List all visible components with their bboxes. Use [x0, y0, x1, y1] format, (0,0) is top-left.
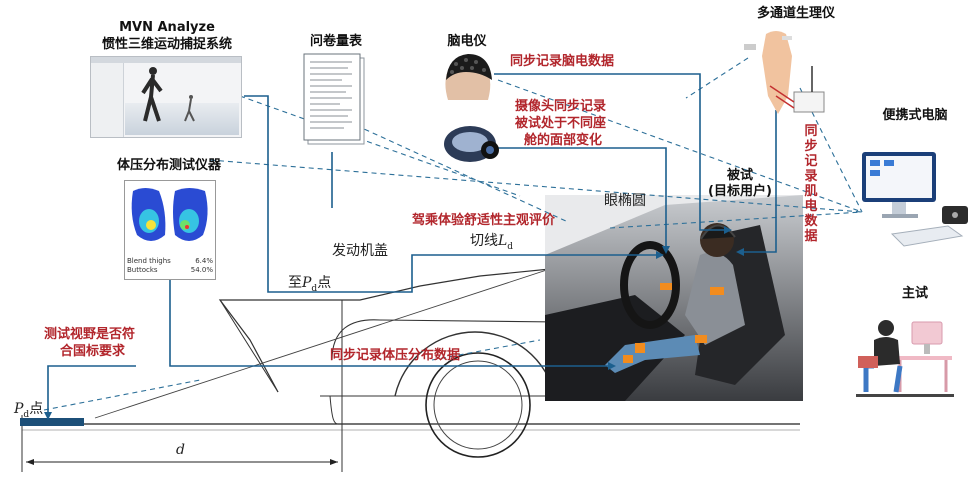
to-pd-suffix: 点	[317, 275, 332, 291]
hood-label: 发动机盖	[332, 243, 388, 259]
to-pd-symbol: P	[302, 275, 312, 291]
camera-sync-note-2: 被试处于不同座	[515, 116, 607, 131]
emg-char: 录	[804, 169, 818, 184]
view-check-note-1: 测试视野是否符	[44, 327, 136, 342]
portable-computer-icon	[862, 152, 968, 247]
pd-point-subscript: d	[23, 409, 30, 420]
pressure-map-panel: Blend thighs 6.4% Buttocks 54.0%	[124, 180, 216, 280]
camera-sync-note-1: 摄像头同步记录	[515, 99, 607, 114]
emg-char: 同	[804, 124, 818, 139]
subject-label-line2: (目标用户)	[708, 184, 772, 199]
laptop-label: 便携式电脑	[882, 108, 948, 123]
comfort-eval-note: 驾乘体验舒适性主观评价	[412, 213, 556, 228]
pressure-label: 体压分布测试仪器	[116, 158, 221, 173]
pressure-row2-value: 54.0%	[190, 266, 213, 274]
questionnaire-label: 问卷量表	[309, 34, 362, 49]
experimenter-icon	[856, 320, 954, 397]
experimenter-label: 主试	[901, 286, 928, 301]
pressure-sync-note: 同步记录体压分布数据	[330, 348, 461, 363]
mvn-subtitle: 惯性三维运动捕捉系统	[101, 37, 232, 52]
pressure-row2-label: Buttocks	[127, 266, 158, 274]
emg-char: 数	[804, 214, 818, 229]
tangent-symbol: L	[498, 233, 508, 249]
pd-point-symbol: P	[14, 401, 24, 417]
emg-sync-note: 同 步 记 录 肌 电 数 据	[802, 124, 820, 244]
to-pd-text: 至	[288, 275, 302, 291]
camera-device-icon	[444, 126, 499, 162]
questionnaire-document-icon	[303, 53, 365, 145]
motion-avatar-figure	[141, 67, 195, 122]
tangent-text: 切线	[470, 233, 498, 249]
tangent-label: 切线Ld	[470, 230, 513, 252]
to-pd-subscript: d	[311, 283, 318, 294]
eeg-sync-note: 同步记录脑电数据	[510, 54, 615, 69]
eye-ellipse-label: 眼椭圆	[604, 193, 646, 209]
camera-sync-note-3: 舱的面部变化	[524, 133, 603, 148]
eeg-label: 脑电仪	[447, 34, 487, 49]
emg-char: 记	[804, 154, 818, 169]
pd-point-suffix: 点	[29, 401, 44, 417]
mvn-software-screenshot	[90, 56, 242, 138]
driver-cockpit-photo	[545, 195, 803, 401]
emg-char: 肌	[804, 184, 818, 199]
mvn-title: MVN Analyze	[119, 20, 215, 35]
view-check-note-2: 合国标要求	[60, 344, 126, 359]
emg-char: 电	[804, 199, 818, 214]
pressure-heatmap	[125, 181, 215, 253]
eeg-cap-icon	[445, 54, 492, 100]
physiology-device-icon	[744, 31, 825, 114]
emg-char: 步	[804, 139, 818, 154]
tangent-subscript: d	[507, 241, 514, 252]
pd-point-label: Pd点	[14, 398, 43, 420]
distance-d-label: d	[176, 442, 185, 458]
to-pd-label: 至Pd点	[288, 272, 331, 294]
pressure-row1-label: Blend thighs	[127, 257, 171, 265]
emg-char: 据	[804, 229, 818, 244]
subject-label-line1: 被试	[726, 168, 753, 183]
pressure-row1-value: 6.4%	[195, 257, 213, 265]
physio-label: 多通道生理仪	[756, 6, 835, 21]
